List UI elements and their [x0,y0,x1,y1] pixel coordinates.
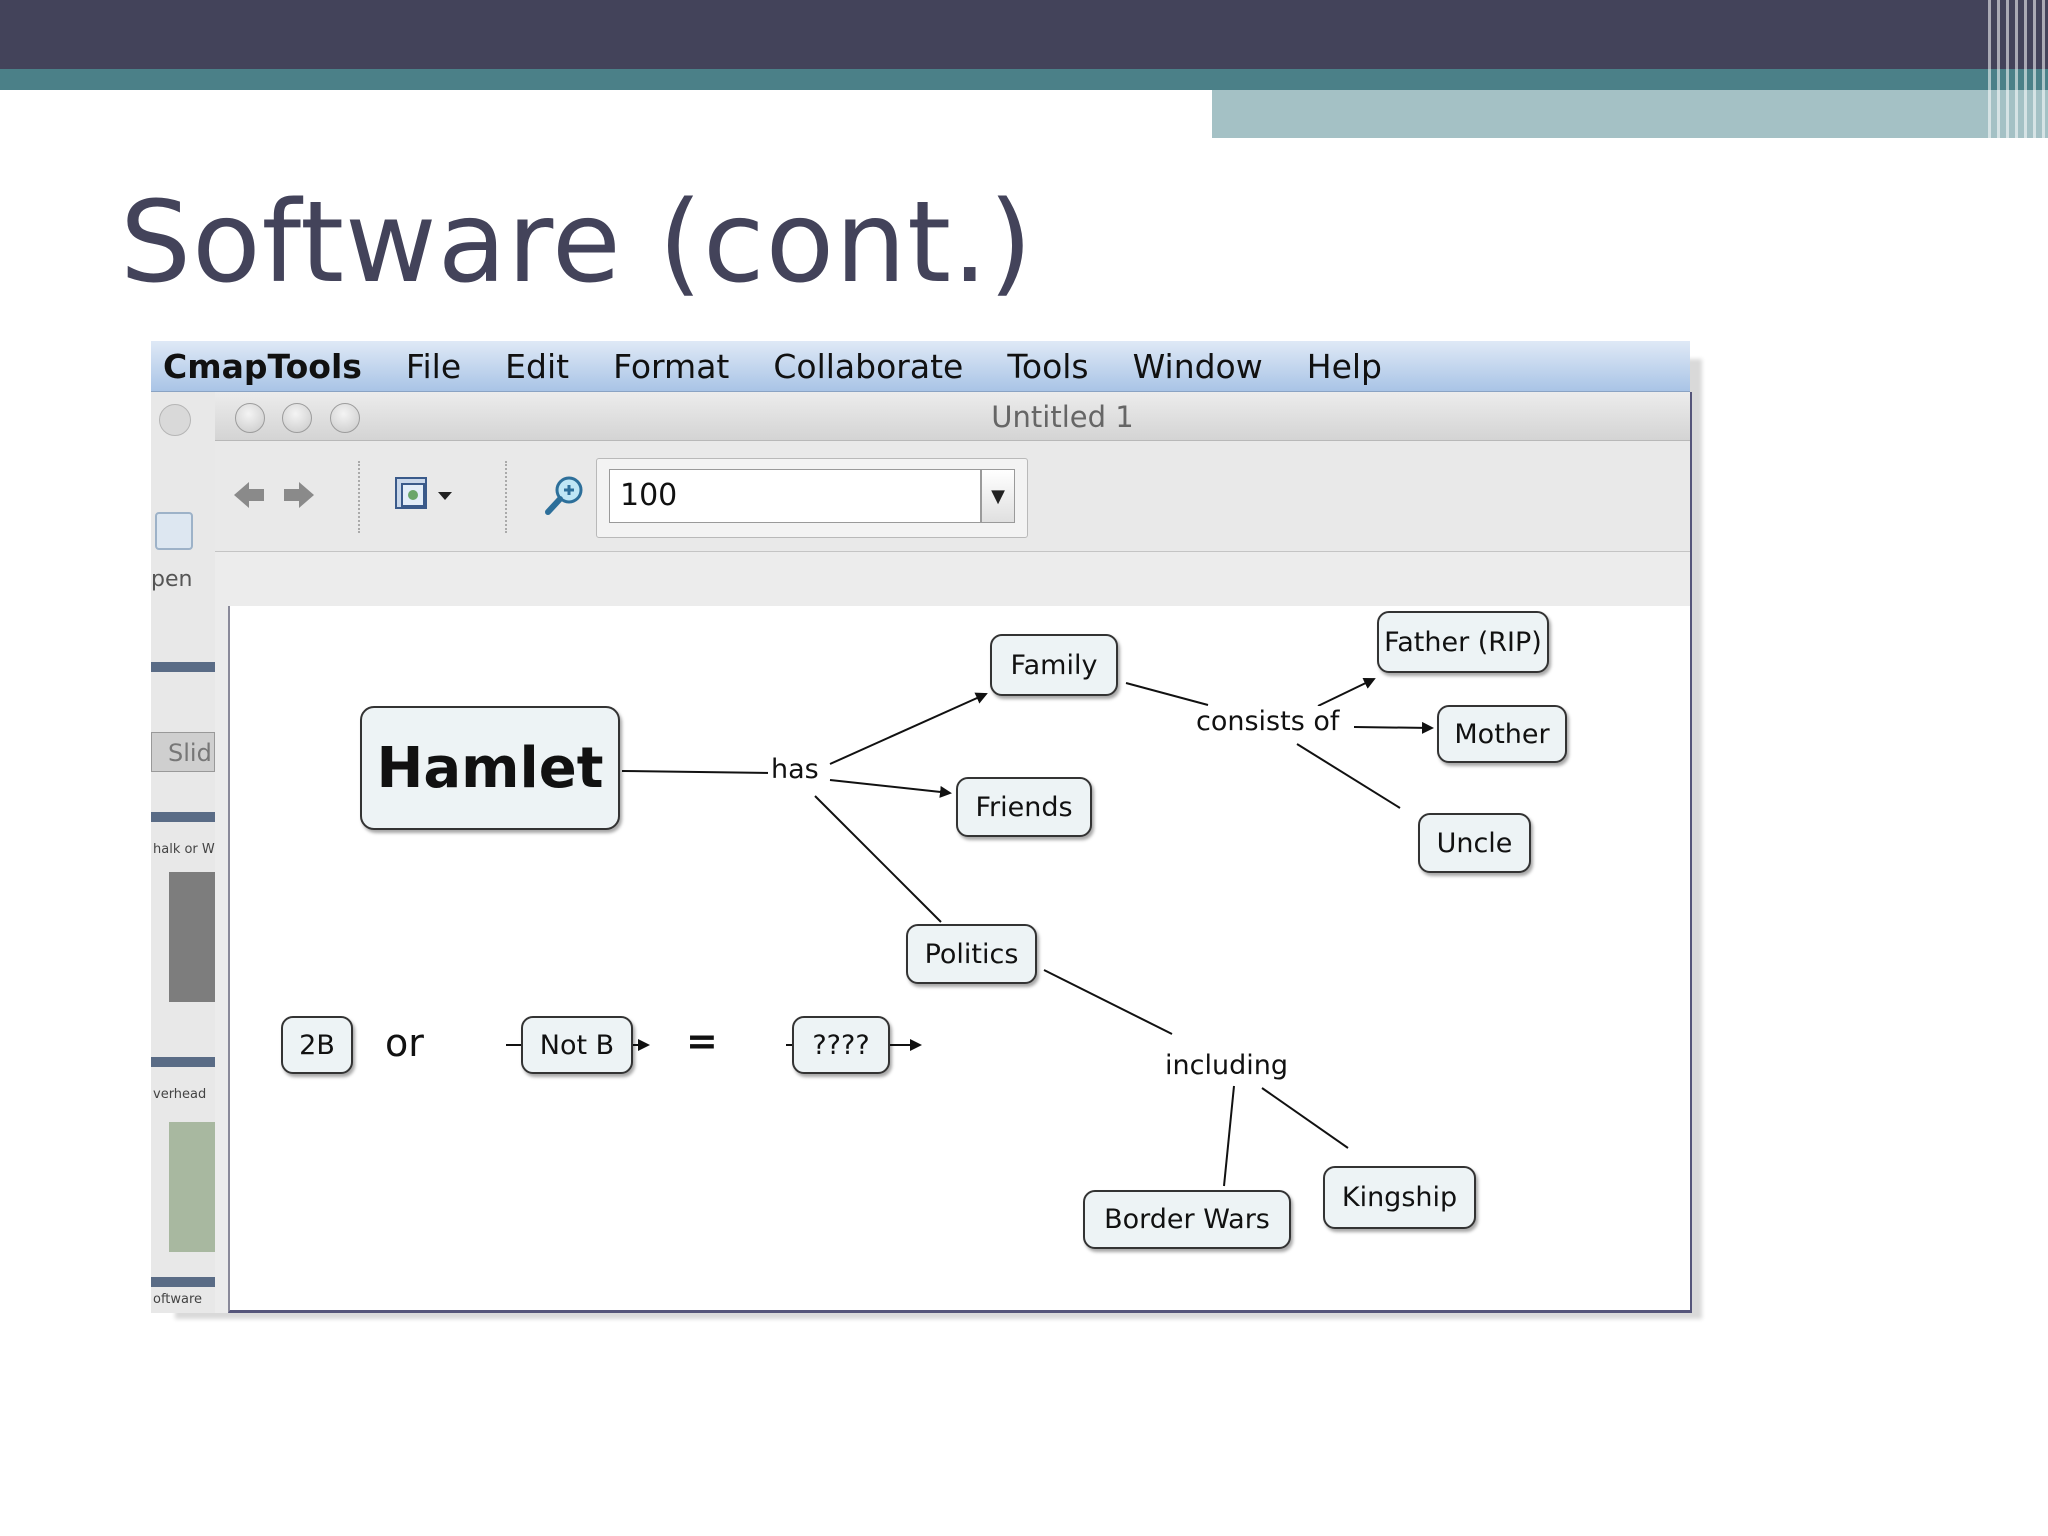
slide-title: Software (cont.) [120,178,1034,308]
document-window: Untitled 1 [215,392,1692,1313]
connector-has-politics [814,795,942,923]
concept-2b[interactable]: 2B [281,1016,353,1074]
concept-politics[interactable]: Politics [906,924,1037,984]
menu-tools[interactable]: Tools [1007,346,1089,386]
forward-arrow-icon[interactable] [281,475,317,515]
slide-header-band [0,0,2048,69]
menu-window[interactable]: Window [1132,346,1263,386]
views-icon[interactable] [391,471,463,519]
menu-edit[interactable]: Edit [505,346,570,386]
concept-map-canvas[interactable]: Hamlet Family Friends Politics Father (R… [228,606,1690,1313]
toolbar: 100 ▼ [215,441,1690,552]
slide-thumbnail[interactable] [169,1122,215,1252]
concept-not-b[interactable]: Not B [521,1016,633,1074]
zoom-dropdown-button[interactable]: ▼ [981,469,1015,523]
background-window: pen Slid halk or W verhead oftware [151,392,216,1313]
menu-collaborate[interactable]: Collaborate [773,346,964,386]
zoom-level-input[interactable]: 100 [609,469,981,523]
connector-consists-father [1317,677,1376,707]
toolbar-separator [505,461,507,533]
cmaptools-screenshot: CmapTools File Edit Format Collaborate T… [151,341,1692,1313]
concept-uncle[interactable]: Uncle [1418,813,1531,873]
menu-app-name[interactable]: CmapTools [163,346,362,386]
panel-divider [151,662,215,672]
zoom-control: 100 ▼ [596,458,1028,538]
connector-including-kingship [1261,1087,1349,1149]
slide-edge-decoration [1982,0,2048,138]
connector-consists-uncle [1296,743,1401,809]
connector-has-family [829,692,988,765]
slide-accent-band [0,69,2048,90]
zoom-icon[interactable] [542,471,588,519]
link-including[interactable]: including [1162,1050,1291,1081]
open-icon[interactable] [155,512,193,550]
concept-hamlet[interactable]: Hamlet [360,706,620,830]
minimize-window-button[interactable] [282,403,312,433]
connector-politics-including [1043,969,1173,1035]
concept-unknown[interactable]: ???? [792,1016,890,1074]
link-has[interactable]: has [768,754,822,785]
link-or[interactable]: or [382,1021,427,1065]
concept-father[interactable]: Father (RIP) [1377,611,1549,673]
slide-light-band [1212,90,2048,138]
connector-including-borderwars [1223,1085,1235,1187]
link-consists-of[interactable]: consists of [1193,706,1343,737]
menu-file[interactable]: File [405,346,462,386]
connection-lines [506,677,1434,1187]
connector-hamlet-has [621,770,773,774]
thumb-label: halk or W [153,842,215,857]
link-equals[interactable]: = [683,1019,721,1063]
concept-border-wars[interactable]: Border Wars [1083,1190,1291,1249]
thumb-label: verhead [153,1087,207,1102]
connector-consists-mother [1353,721,1434,734]
background-window-button[interactable] [159,404,191,436]
panel-divider [151,812,215,822]
toolbar-separator [358,461,360,533]
close-window-button[interactable] [235,403,265,433]
slides-tab[interactable]: Slid [151,732,215,772]
concept-family[interactable]: Family [990,634,1118,696]
slide-thumbnail[interactable] [169,872,215,1002]
menu-help[interactable]: Help [1306,346,1382,386]
back-arrow-icon[interactable] [231,475,267,515]
menu-format[interactable]: Format [613,346,730,386]
concept-kingship[interactable]: Kingship [1323,1166,1476,1229]
connector-has-friends [829,779,952,798]
thumb-label: oftware [153,1292,203,1307]
window-titlebar: Untitled 1 [215,392,1690,441]
open-label: pen [151,567,193,592]
panel-divider [151,1277,215,1287]
panel-divider [151,1057,215,1067]
concept-friends[interactable]: Friends [956,777,1092,837]
connector-family-consists [1125,682,1209,706]
window-title: Untitled 1 [991,400,1134,434]
concept-mother[interactable]: Mother [1437,705,1567,763]
menu-bar: CmapTools File Edit Format Collaborate T… [151,341,1690,392]
zoom-window-button[interactable] [330,403,360,433]
